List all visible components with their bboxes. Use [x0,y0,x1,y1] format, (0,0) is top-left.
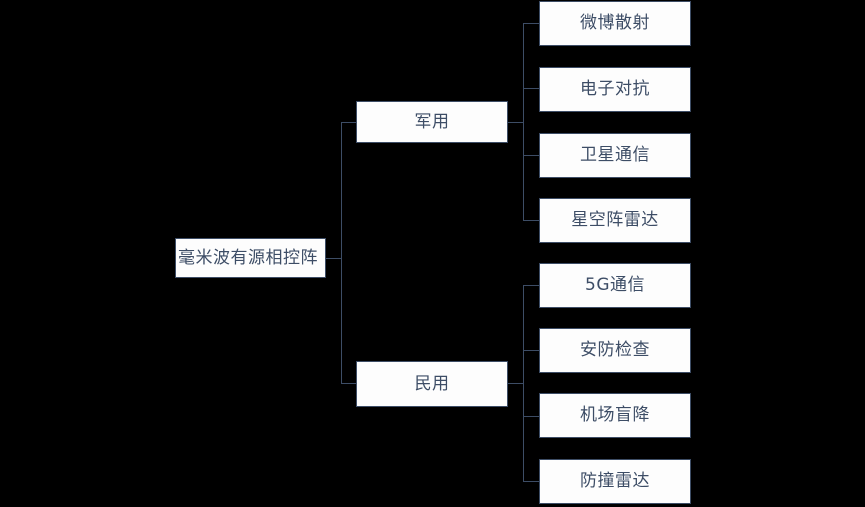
leaf-node-civil-2[interactable]: 安防检查 [539,328,691,373]
connector-root-stub [326,258,342,259]
connector-military-leaf-4 [523,220,539,221]
leaf-node-military-2[interactable]: 电子对抗 [539,67,691,112]
connector-military-spine [523,23,524,221]
leaf-node-civil-4[interactable]: 防撞雷达 [539,459,691,504]
root-node-label: 毫米波有源相控阵 [178,247,318,268]
leaf-node-military-2-label: 电子对抗 [580,79,650,99]
leaf-node-military-4[interactable]: 星空阵雷达 [539,198,691,243]
connector-branch-civil-stub [341,383,357,384]
connector-military-leaf-3 [523,155,539,156]
connector-civil-leaf-4 [523,481,539,482]
leaf-node-military-1[interactable]: 微博散射 [539,1,691,46]
connector-branch-military-stub [341,122,357,123]
leaf-node-civil-3-label: 机场盲降 [580,405,650,425]
branch-node-military-label: 军用 [414,111,450,132]
connector-civil-leaf-1 [523,285,539,286]
connector-military-leaf-2 [523,88,539,89]
branch-node-civil-label: 民用 [414,373,450,394]
leaf-node-military-3-label: 卫星通信 [580,145,650,165]
connector-civil-leaf-3 [523,416,539,417]
branch-node-military[interactable]: 军用 [356,101,508,143]
leaf-node-civil-3[interactable]: 机场盲降 [539,393,691,438]
connector-root-spine [341,122,342,384]
leaf-node-military-1-label: 微博散射 [580,13,650,33]
branch-node-civil[interactable]: 民用 [356,361,508,407]
leaf-node-civil-1-label: 5G通信 [585,275,645,295]
leaf-node-military-3[interactable]: 卫星通信 [539,133,691,178]
connector-civil-stub [508,383,524,384]
leaf-node-civil-2-label: 安防检查 [580,340,650,360]
root-node[interactable]: 毫米波有源相控阵 [175,238,326,278]
connector-civil-leaf-2 [523,350,539,351]
connector-civil-spine [523,285,524,481]
leaf-node-civil-1[interactable]: 5G通信 [539,263,691,308]
leaf-node-military-4-label: 星空阵雷达 [571,210,659,230]
leaf-node-civil-4-label: 防撞雷达 [580,471,650,491]
connector-military-leaf-1 [523,23,539,24]
connector-military-stub [508,122,524,123]
